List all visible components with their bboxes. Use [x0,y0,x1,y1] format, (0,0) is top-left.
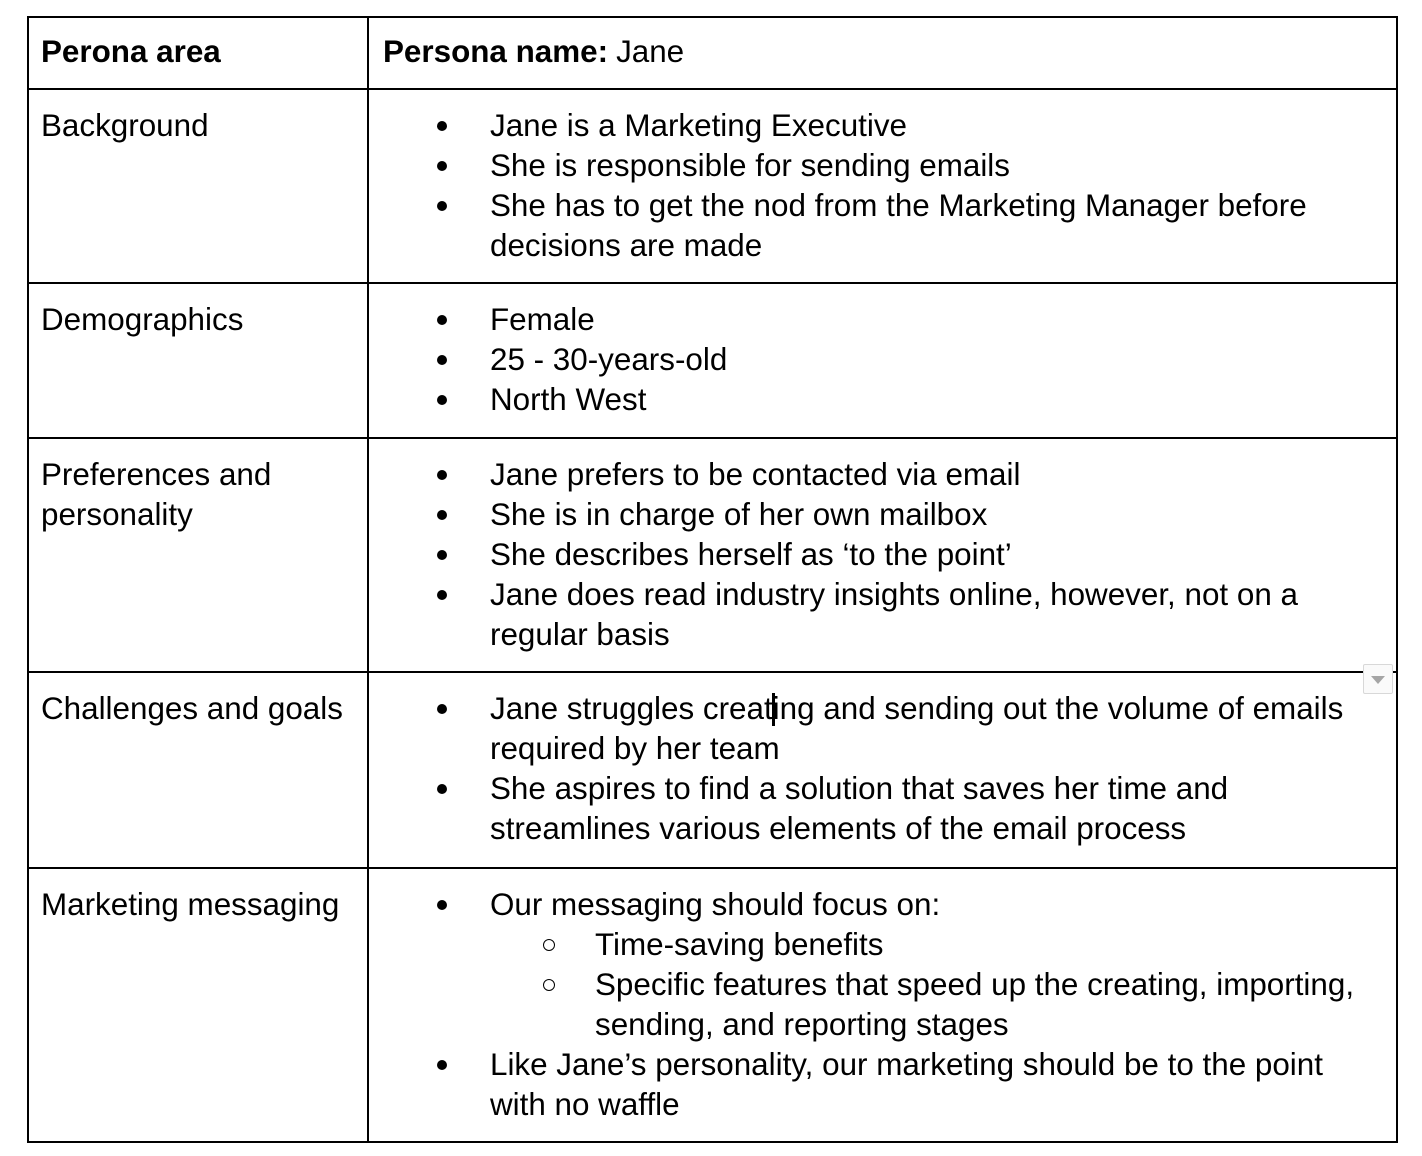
row-demographics: Demographics Female 25 - 30-years-old No… [27,282,1398,439]
bullet-icon [437,315,447,325]
list-item: North West [369,380,1370,420]
list-item-text: She is responsible for sending emails [490,148,1010,183]
header-persona-area-cell[interactable]: Perona area [27,16,369,90]
persona-table: Perona area Persona name:Jane Background… [27,16,1398,1143]
list-item: 25 - 30-years-old [369,340,1370,380]
row-marketing-messaging: Marketing messaging Our messaging should… [27,867,1398,1143]
content-cell-challenges[interactable]: Jane struggles creating and sending out … [367,671,1398,869]
row-label-demographics: Demographics [41,302,244,337]
table-dropdown-button[interactable] [1363,664,1393,694]
content-cell-demographics[interactable]: Female 25 - 30-years-old North West [367,282,1398,439]
text-cursor [771,693,775,726]
list-item-text: She aspires to find a solution that save… [490,771,1229,846]
bullet-icon [437,900,447,910]
list-item-text: Jane is a Marketing Executive [490,108,907,143]
area-cell-preferences[interactable]: Preferences and personality [27,437,369,673]
list-item: She describes herself as ‘to the point’ [369,535,1370,575]
list-item-text: Jane prefers to be contacted via email [490,457,1021,492]
area-cell-demographics[interactable]: Demographics [27,282,369,439]
list-item: She is in charge of her own mailbox [369,495,1370,535]
bullet-icon [437,355,447,365]
list-item-text: She has to get the nod from the Marketin… [490,188,1307,263]
list-item: Jane does read industry insights online,… [369,575,1370,655]
bullet-icon [437,121,447,131]
bullet-icon [437,590,447,600]
list-item-text: Time-saving benefits [595,927,884,962]
list-item: Jane is a Marketing Executive [369,106,1370,146]
header-area-label: Perona area [41,34,221,69]
list-item: Female [369,300,1370,340]
list-item: She aspires to find a solution that save… [369,769,1370,849]
list-item-text: Our messaging should focus on: [490,887,941,922]
list-item-text: She is in charge of her own mailbox [490,497,988,532]
area-cell-challenges[interactable]: Challenges and goals [27,671,369,869]
row-preferences: Preferences and personality Jane prefers… [27,437,1398,673]
list-item: Jane prefers to be contacted via email [369,455,1370,495]
bullet-icon [437,510,447,520]
list-item-text: She describes herself as ‘to the point’ [490,537,1012,572]
row-background: Background Jane is a Marketing Executive… [27,88,1398,284]
list-item-text: Specific features that speed up the crea… [595,967,1355,1042]
header-persona-name-cell[interactable]: Persona name:Jane [367,16,1398,90]
list-item: She has to get the nod from the Marketin… [369,186,1370,266]
area-cell-background[interactable]: Background [27,88,369,284]
list-item-text: Like Jane’s personality, our marketing s… [490,1047,1323,1122]
list-item: She is responsible for sending emails [369,146,1370,186]
bullet-icon [437,784,447,794]
list-item-text: 25 - 30-years-old [490,342,728,377]
list-item-text: North West [490,382,647,417]
chevron-down-icon [1371,675,1385,684]
list-item: Like Jane’s personality, our marketing s… [369,1045,1370,1125]
list-item-text-before-cursor: Jane struggles creat [490,691,773,726]
content-cell-background[interactable]: Jane is a Marketing Executive She is res… [367,88,1398,284]
bullet-icon [437,550,447,560]
area-cell-marketing-messaging[interactable]: Marketing messaging [27,867,369,1143]
content-cell-marketing-messaging[interactable]: Our messaging should focus on: Time-savi… [367,867,1398,1143]
bullet-icon [437,470,447,480]
sub-list-item: Specific features that speed up the crea… [369,965,1370,1045]
row-label-preferences: Preferences and personality [41,457,272,532]
row-label-challenges: Challenges and goals [41,691,343,726]
persona-name-label: Persona name: [383,34,609,69]
persona-name-value: Jane [616,34,685,69]
row-challenges: Challenges and goals Jane struggles crea… [27,671,1398,869]
list-item-text: Jane does read industry insights online,… [490,577,1298,652]
list-item: Jane struggles creating and sending out … [369,689,1370,769]
bullet-icon [437,704,447,714]
content-cell-preferences[interactable]: Jane prefers to be contacted via email S… [367,437,1398,673]
bullet-icon [437,161,447,171]
row-label-marketing-messaging: Marketing messaging [41,887,340,922]
bullet-icon [437,395,447,405]
header-row: Perona area Persona name:Jane [27,16,1398,90]
sub-list-item: Time-saving benefits [369,925,1370,965]
row-label-background: Background [41,108,209,143]
hollow-bullet-icon [543,939,555,951]
hollow-bullet-icon [543,979,555,991]
bullet-icon [437,1060,447,1070]
bullet-icon [437,201,447,211]
list-item-text: Female [490,302,595,337]
list-item: Our messaging should focus on: [369,885,1370,925]
list-item-text-after-cursor: ing and sending out the volume of emails… [490,691,1344,766]
